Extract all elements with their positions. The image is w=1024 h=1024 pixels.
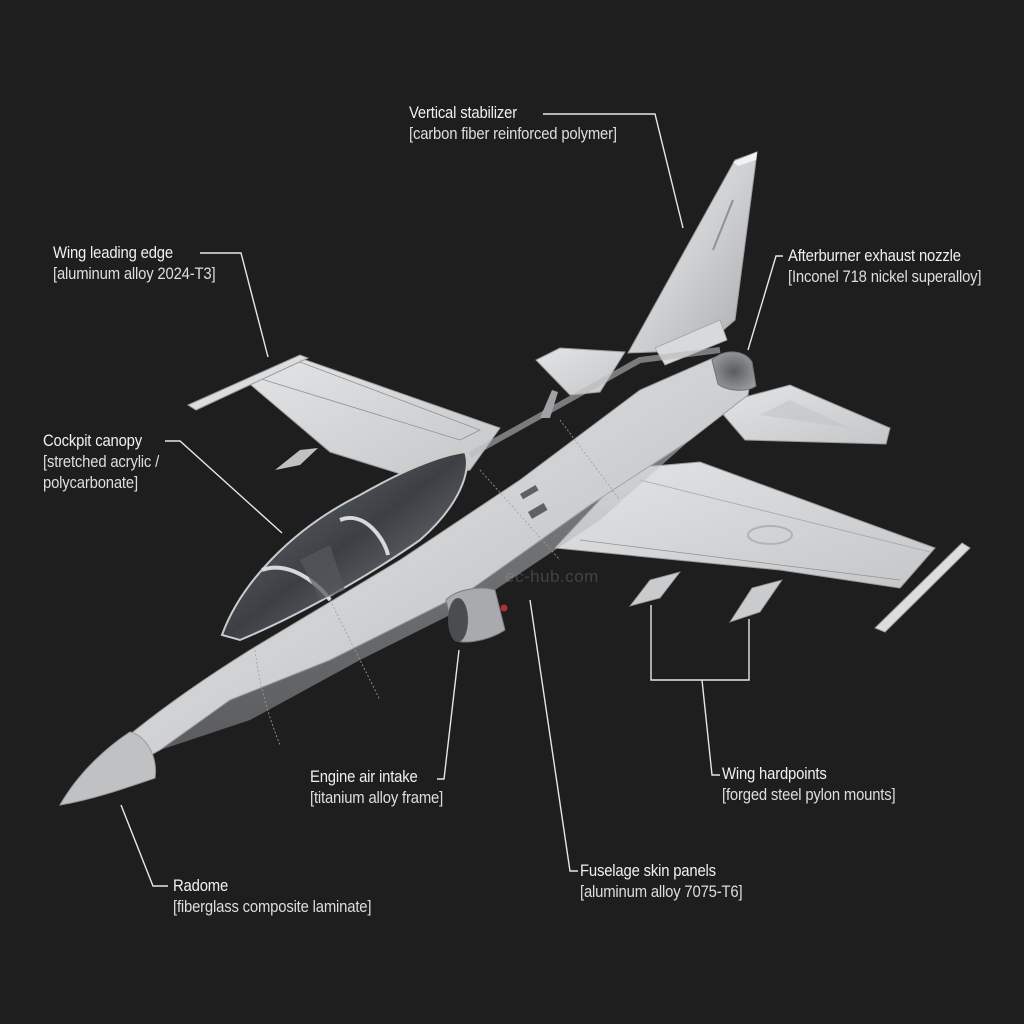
fuselage bbox=[59, 347, 753, 806]
callout-material: [fiberglass composite laminate] bbox=[173, 898, 372, 916]
afterburner-nozzle bbox=[711, 351, 757, 391]
engine-air-intake bbox=[445, 587, 508, 643]
callout-wing-hardpoints: Wing hardpoints [forged steel pylon moun… bbox=[722, 764, 896, 806]
callout-title: Cockpit canopy bbox=[43, 432, 143, 450]
wing-left bbox=[186, 354, 501, 481]
callout-vertical-stabilizer: Vertical stabilizer [carbon fiber reinfo… bbox=[409, 103, 617, 145]
callout-afterburner-exhaust-nozzle: Afterburner exhaust nozzle [Inconel 718 … bbox=[788, 246, 982, 288]
callout-radome: Radome [fiberglass composite laminate] bbox=[173, 876, 371, 918]
callout-fuselage-skin-panels: Fuselage skin panels [aluminum alloy 707… bbox=[580, 861, 743, 903]
vertical-stabilizer bbox=[627, 151, 758, 366]
cockpit-canopy bbox=[220, 450, 468, 642]
callout-title: Engine air intake bbox=[310, 768, 418, 786]
watermark: ec-hub.com bbox=[505, 567, 599, 586]
callout-material: [carbon fiber reinforced polymer] bbox=[409, 125, 617, 143]
callout-material: [stretched acrylic / polycarbonate] bbox=[43, 453, 160, 492]
callout-material: [titanium alloy frame] bbox=[310, 789, 444, 807]
callout-title: Wing leading edge bbox=[53, 244, 173, 262]
callout-title: Vertical stabilizer bbox=[409, 104, 517, 122]
callout-material: [Inconel 718 nickel superalloy] bbox=[788, 268, 982, 286]
horizontal-stabilizer-right bbox=[714, 384, 891, 445]
callout-material: [forged steel pylon mounts] bbox=[722, 786, 896, 804]
callout-title: Radome bbox=[173, 877, 229, 895]
callout-material: [aluminum alloy 7075-T6] bbox=[580, 883, 743, 901]
callout-title: Wing hardpoints bbox=[722, 765, 827, 783]
callout-engine-air-intake: Engine air intake [titanium alloy frame] bbox=[310, 767, 443, 809]
horizontal-stabilizer-left bbox=[535, 347, 626, 396]
callout-material: [aluminum alloy 2024-T3] bbox=[53, 265, 216, 283]
leader-lines bbox=[120, 113, 783, 887]
callout-title: Afterburner exhaust nozzle bbox=[788, 247, 961, 265]
callout-wing-leading-edge: Wing leading edge [aluminum alloy 2024-T… bbox=[53, 243, 216, 285]
wing-right bbox=[553, 461, 971, 633]
callout-title: Fuselage skin panels bbox=[580, 862, 716, 880]
callout-cockpit-canopy: Cockpit canopy [stretched acrylic / poly… bbox=[43, 431, 196, 494]
